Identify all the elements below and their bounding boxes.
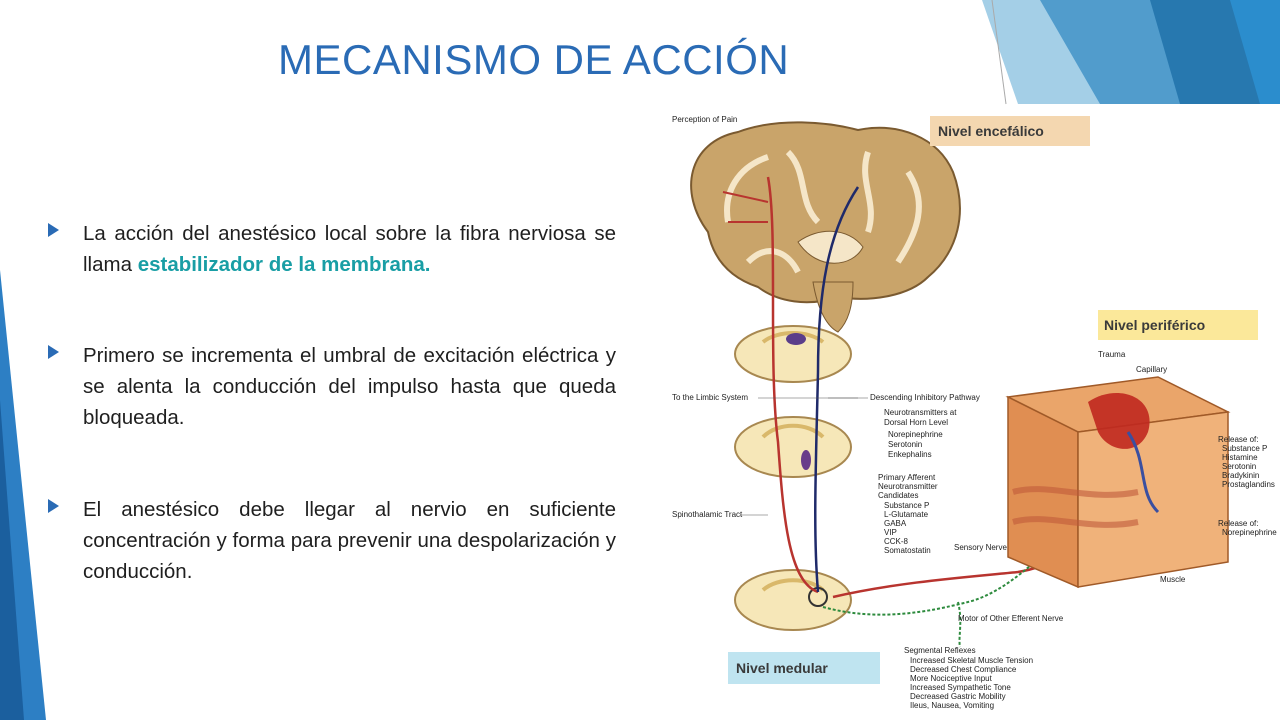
release2-0: Release of:	[1218, 519, 1258, 528]
slide-title: MECANISMO DE ACCIÓN	[278, 36, 790, 83]
pain-pathway-diagram: Nivel encefálico Nivel periférico Nivel …	[672, 115, 1277, 710]
perception-label: Perception of Pain	[672, 115, 737, 124]
segmental-2: Decreased Chest Compliance	[910, 665, 1017, 674]
bullet-2: Primero se incrementa el umbral de excit…	[48, 340, 616, 433]
neuro-dorsal-4: Enkephalins	[888, 450, 932, 459]
descending-label: Descending Inhibitory Pathway	[870, 393, 980, 402]
primary-afferent-5: GABA	[884, 519, 907, 528]
release1-3: Serotonin	[1222, 462, 1256, 471]
segmental-3: More Nociceptive Input	[910, 674, 993, 683]
spinothalamic-label: Spinothalamic Tract	[672, 510, 743, 519]
spinal-cord-section-lower	[734, 569, 852, 631]
neuro-dorsal-1: Dorsal Horn Level	[884, 418, 948, 427]
sensory-label: Sensory Nerve	[954, 543, 1007, 552]
bullet-arrow-icon	[48, 499, 59, 513]
primary-afferent-2: Candidates	[878, 491, 918, 500]
segmental-0: Segmental Reflexes	[904, 646, 976, 655]
primary-afferent-3: Substance P	[884, 501, 929, 510]
neuro-dorsal-3: Serotonin	[888, 440, 922, 449]
bullet-1-body: La acción del anestésico local sobre la …	[83, 222, 616, 276]
ascending-pain-pathway	[766, 176, 819, 594]
primary-afferent-7: CCK-8	[884, 537, 909, 546]
release2-1: Norepinephrine	[1222, 528, 1277, 537]
segmental-4: Increased Sympathetic Tone	[910, 683, 1011, 692]
neuro-dorsal-0: Neurotransmitters at	[884, 408, 957, 417]
nivel-periferico-label: Nivel periférico	[1104, 317, 1205, 333]
primary-afferent-4: L-Glutamate	[884, 510, 929, 519]
motor-label: Motor of Other Efferent Nerve	[958, 614, 1064, 623]
segmental-6: Ileus, Nausea, Vomiting	[910, 701, 994, 710]
spinal-cord-section-middle	[734, 416, 852, 478]
release1-0: Release of:	[1218, 435, 1258, 444]
primary-afferent-0: Primary Afferent	[878, 473, 936, 482]
spinal-cord-section-upper	[734, 325, 852, 383]
bullet-3-text: El anestésico debe llegar al nervio en s…	[83, 498, 616, 583]
segmental-1: Increased Skeletal Muscle Tension	[910, 656, 1033, 665]
nivel-periferico-box	[1098, 310, 1258, 340]
neuro-dorsal-2: Norepinephrine	[888, 430, 943, 439]
limbic-label: To the Limbic System	[672, 393, 748, 402]
release1-2: Histamine	[1222, 453, 1258, 462]
release1-4: Bradykinin	[1222, 471, 1259, 480]
release1-1: Substance P	[1222, 444, 1267, 453]
primary-afferent-1: Neurotransmitter	[878, 482, 938, 491]
nivel-encefalico-label: Nivel encefálico	[938, 123, 1044, 139]
bullet-1: La acción del anestésico local sobre la …	[48, 218, 616, 280]
bullet-2-text: Primero se incrementa el umbral de excit…	[83, 344, 616, 429]
bullet-arrow-icon	[48, 345, 59, 359]
primary-afferent-6: VIP	[884, 528, 897, 537]
bullet-arrow-icon	[48, 223, 59, 237]
bullet-1-highlight: estabilizador de la membrana.	[137, 253, 431, 276]
primary-afferent-8: Somatostatin	[884, 546, 931, 555]
release1-5: Prostaglandins	[1222, 480, 1275, 489]
nivel-medular-box	[728, 652, 880, 684]
trauma-label: Trauma	[1098, 350, 1126, 359]
segmental-5: Decreased Gastric Mobility	[910, 692, 1006, 701]
descending-inhibitory-pathway	[814, 186, 860, 593]
nivel-encefalico-box	[930, 116, 1090, 146]
brain-illustration	[690, 121, 961, 333]
capillary-label: Capillary	[1136, 365, 1167, 374]
muscle-label: Muscle	[1160, 575, 1186, 584]
bullet-1-text: La acción del anestésico local sobre la …	[83, 218, 616, 280]
bullet-3: El anestésico debe llegar al nervio en s…	[48, 494, 616, 587]
tissue-block-illustration	[1005, 376, 1231, 589]
nivel-medular-label: Nivel medular	[736, 660, 828, 676]
